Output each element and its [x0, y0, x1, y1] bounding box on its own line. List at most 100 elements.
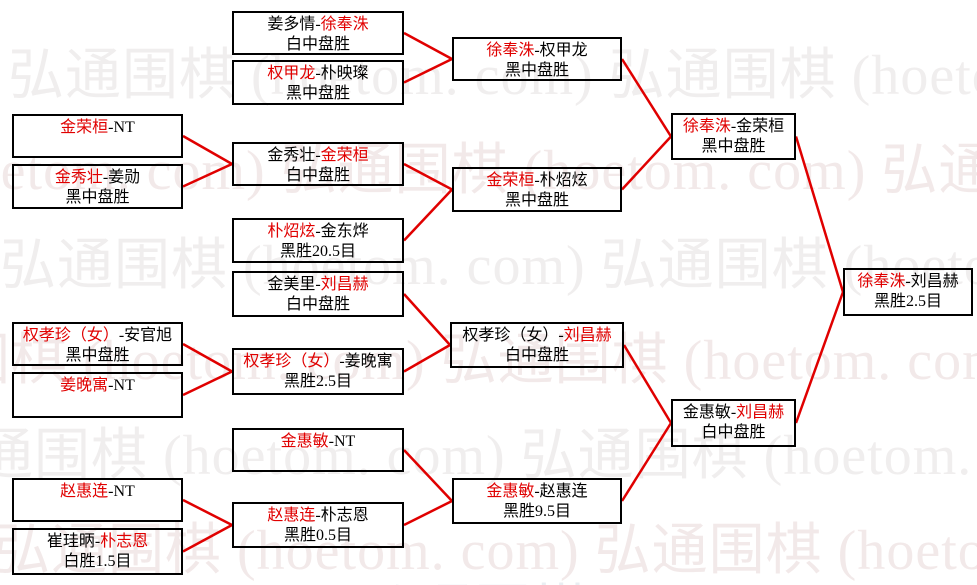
- match-result: [14, 138, 181, 158]
- match-players: 崔珪昞-朴志恩: [14, 532, 181, 552]
- match-result: 白中盘胜: [285, 296, 350, 313]
- match-box-a2: 金秀壮-姜勋 黑中盘胜: [12, 164, 183, 209]
- match-result: 白中盘胜: [504, 347, 569, 364]
- player2-name: 朴志恩: [100, 533, 149, 550]
- bracket-connector-line: [182, 162, 233, 188]
- match-box-c4: 金惠敏-赵惠连 黑胜9.5目: [452, 478, 622, 524]
- dash-separator: -: [315, 147, 321, 164]
- match-result: 黑胜2.5目: [873, 293, 942, 310]
- match-players: 金荣桓-朴炤炫: [454, 171, 620, 191]
- player1-name: 姜多情: [267, 16, 316, 33]
- player1-name: 权孝珍（女）: [462, 327, 559, 344]
- match-result: 黑中盘胜: [701, 138, 766, 155]
- player2-name: 刘昌赫: [910, 273, 959, 290]
- match-box-c2: 金荣桓-朴炤炫 黑中盘胜: [452, 167, 622, 212]
- bracket-connector-line: [620, 422, 673, 502]
- player1-name: 徐奉洙: [486, 42, 535, 59]
- match-players: 权甲龙-朴映璨: [234, 64, 402, 84]
- match-result: 黑中盘胜: [65, 347, 130, 364]
- player1-name: 金荣桓: [60, 119, 109, 136]
- match-box-final: 徐奉洙-刘昌赫 黑胜2.5目: [843, 268, 973, 316]
- match-players: 赵惠连-朴志恩: [234, 506, 402, 526]
- match-result: 黑中盘胜: [285, 85, 350, 102]
- bracket-connector-line: [794, 291, 845, 424]
- match-players: 徐奉洙-权甲龙: [454, 41, 620, 61]
- player2-name: 徐奉洙: [320, 16, 369, 33]
- match-box-a5: 赵惠连-NT: [12, 478, 183, 522]
- dash-separator: -: [118, 327, 125, 344]
- match-box-b6: 权孝珍（女）-姜晚寓 黑胜2.5目: [232, 348, 404, 395]
- dash-separator: -: [102, 169, 109, 186]
- match-players: 金秀壮-金荣桓: [234, 146, 402, 166]
- match-result: 黑中盘胜: [504, 192, 569, 209]
- player1-name: 金惠敏: [486, 483, 535, 500]
- dash-separator: -: [315, 65, 321, 82]
- bracket-connector-line: [182, 342, 233, 373]
- dash-separator: -: [534, 172, 540, 189]
- match-result: 黑中盘胜: [65, 189, 130, 206]
- dash-separator: -: [315, 276, 321, 293]
- match-box-b7: 金惠敏-NT: [232, 428, 404, 472]
- player1-name: 赵惠连: [60, 483, 109, 500]
- dash-separator: -: [108, 377, 114, 394]
- player2-name: 姜勋: [108, 169, 141, 186]
- match-players: 金惠敏-NT: [234, 432, 402, 452]
- match-players: 金惠敏-刘昌赫: [673, 403, 794, 423]
- match-result: [14, 396, 181, 416]
- player2-name: 安官旭: [124, 327, 173, 344]
- match-result: [14, 502, 181, 522]
- bracket-connector-line: [403, 449, 453, 502]
- match-box-c3: 权孝珍（女）-刘昌赫 白中盘胜: [450, 322, 624, 368]
- match-box-d2: 金惠敏-刘昌赫 白中盘胜: [671, 399, 796, 447]
- player2-name: NT: [334, 433, 356, 450]
- bracket-connector-line: [403, 343, 451, 373]
- match-result: 黑胜9.5目: [502, 503, 571, 520]
- player1-name: 金秀壮: [54, 169, 103, 186]
- match-result: 白中盘胜: [285, 36, 350, 53]
- bracket-connector-line: [620, 58, 673, 138]
- player1-name: 权孝珍（女）: [243, 353, 340, 370]
- player2-name: 朴映璨: [320, 65, 369, 82]
- match-result: 白胜1.5目: [63, 553, 132, 570]
- player1-name: 金荣桓: [486, 172, 535, 189]
- match-result: 白中盘胜: [285, 167, 350, 184]
- player1-name: 崔珪昞: [46, 533, 95, 550]
- player1-name: 金秀壮: [267, 147, 316, 164]
- match-players: 金美里-刘昌赫: [234, 275, 402, 295]
- player1-name: 金惠敏: [280, 433, 329, 450]
- player1-name: 权甲龙: [267, 65, 316, 82]
- match-box-b1: 姜多情-徐奉洙 白中盘胜: [232, 11, 404, 55]
- match-players: 徐奉洙-金荣桓: [673, 117, 794, 137]
- player2-name: 金东烨: [320, 223, 369, 240]
- bracket-connector-line: [794, 136, 845, 293]
- match-players: 徐奉洙-刘昌赫: [845, 272, 971, 292]
- player2-name: 刘昌赫: [320, 276, 369, 293]
- player1-name: 金美里: [267, 276, 316, 293]
- bracket-connector-line: [182, 498, 233, 527]
- dash-separator: -: [94, 533, 101, 550]
- match-players: 权孝珍（女）-刘昌赫: [452, 326, 622, 346]
- dash-separator: -: [339, 353, 345, 370]
- bracket-connector-line: [182, 134, 233, 166]
- bracket-connector-line: [403, 57, 453, 84]
- dash-separator: -: [328, 433, 334, 450]
- player2-name: 刘昌赫: [736, 404, 785, 421]
- player2-name: 金荣桓: [736, 118, 785, 135]
- match-box-a6: 崔珪昞-朴志恩 白胜1.5目: [12, 528, 183, 575]
- player2-name: 朴志恩: [320, 507, 369, 524]
- player2-name: 姜晚寓: [344, 353, 393, 370]
- dash-separator: -: [315, 507, 321, 524]
- match-box-a3: 权孝珍（女）-安官旭 黑中盘胜: [12, 322, 183, 366]
- player2-name: NT: [113, 483, 135, 500]
- player2-name: 刘昌赫: [563, 327, 612, 344]
- player2-name: 权甲龙: [539, 42, 588, 59]
- bracket-connector-line: [403, 162, 453, 191]
- match-result: 黑中盘胜: [504, 62, 569, 79]
- dash-separator: -: [315, 16, 321, 33]
- player1-name: 赵惠连: [267, 507, 316, 524]
- match-box-b8: 赵惠连-朴志恩 黑胜0.5目: [232, 502, 404, 548]
- player1-name: 朴炤炫: [267, 223, 316, 240]
- dash-separator: -: [558, 327, 564, 344]
- match-box-b5: 金美里-刘昌赫 白中盘胜: [232, 271, 404, 317]
- dash-separator: -: [534, 483, 540, 500]
